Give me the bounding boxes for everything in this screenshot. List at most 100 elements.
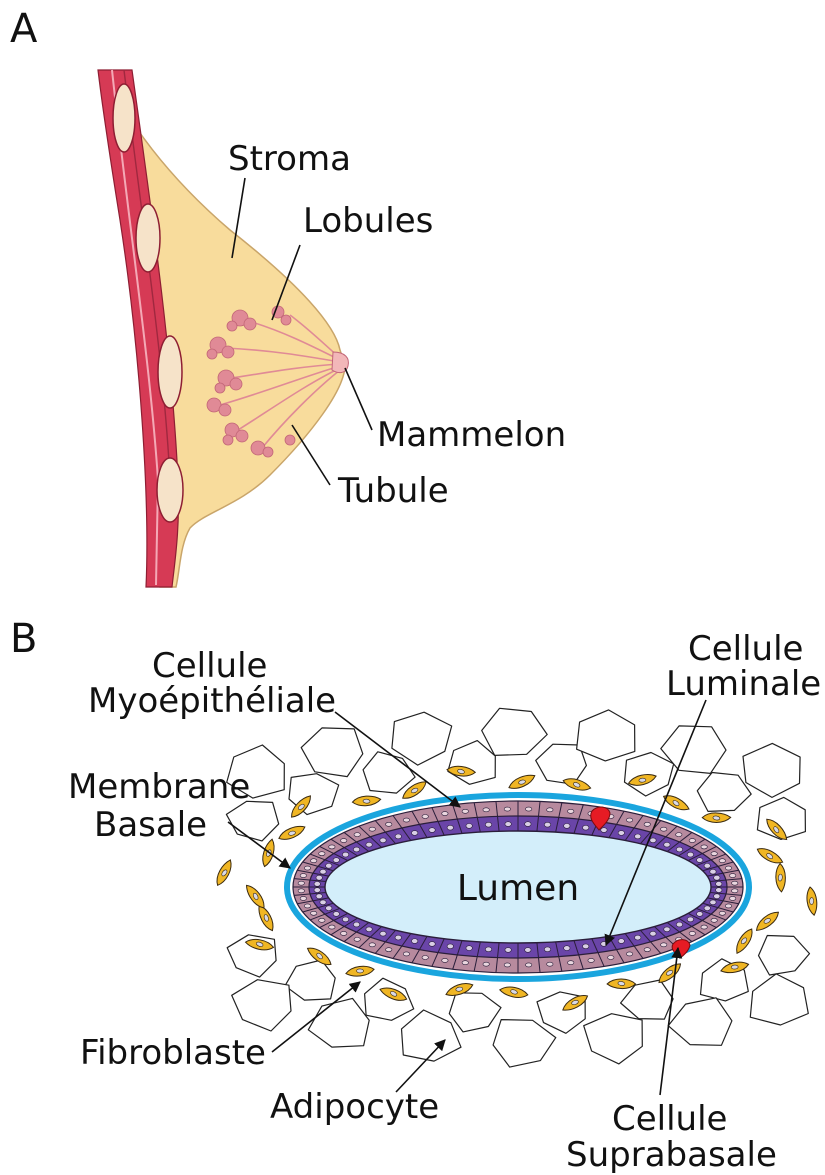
membrane-label-line1: Membrane [68,767,250,807]
luminal-nucleus [716,882,722,887]
myoepithelial-nucleus [341,931,347,935]
suprabasal-label-line2: Suprabasale [566,1135,777,1175]
myoepithelial-nucleus [422,956,428,960]
myoepithelial-nucleus [568,809,574,813]
luminal-label-line1: Cellule [688,629,803,669]
myoepithelial-nucleus [354,833,360,837]
luminal-nucleus [635,935,641,940]
adipocyte-label: Adipocyte [270,1087,439,1127]
myoepithelial-nucleus [483,962,489,966]
luminal-nucleus [353,922,359,927]
fibroblast [774,863,787,892]
myoepithelial-nucleus [525,963,531,967]
luminal-nucleus [704,906,710,911]
adipocyte [392,712,452,765]
luminal-nucleus [447,944,453,949]
fibroblast [277,825,307,841]
fibroblast [731,927,757,955]
luminal-nucleus [697,858,703,863]
myoepithelial-nucleus [300,896,306,900]
luminal-nucleus [316,875,322,880]
myoepithelial-nucleus [547,808,553,812]
adipocyte [301,728,363,777]
tubule-label: Tubule [337,471,449,511]
myoepithelial-nucleus [729,896,735,900]
adipocyte [668,998,732,1046]
myoepithelial-nucleus [504,963,510,967]
adipocyte [226,801,278,841]
luminal-nucleus [710,900,716,905]
myoepithelial-nucleus [304,904,310,908]
luminal-nucleus [333,858,339,863]
luminal-nucleus [333,912,339,917]
luminal-nucleus [714,894,720,899]
myoepithelial-nucleus [354,937,360,941]
luminal-nucleus [466,946,472,951]
myoepithelial-label-line2: Myoépithéliale [88,681,336,721]
myoepithelial-nucleus [442,958,448,962]
myoepithelial-nucleus [310,859,316,863]
luminal-nucleus [544,822,550,827]
luminal-nucleus [505,948,511,953]
myoepithelial-nucleus [300,874,306,878]
fibroblast [702,810,731,824]
adipocyte [697,773,751,812]
luminal-nucleus [583,825,589,830]
luminal-nucleus [366,927,372,932]
fibroblast [655,962,684,985]
myoepithelial-nucleus [442,812,448,816]
mammelon-leader [345,368,372,430]
luminal-nucleus [714,875,720,880]
myoepithelial-nucleus [725,866,731,870]
luminal-nucleus [697,912,703,917]
luminal-nucleus [564,823,570,828]
adipocyte [232,980,291,1031]
myoepithelial-nucleus [298,881,304,885]
membrane-label-line2: Basale [94,805,207,845]
luminal-nucleus [326,863,332,868]
myoepithelial-nucleus [701,925,707,929]
myoepithelial-label-line1: Cellule [152,646,267,686]
luminal-nucleus [505,822,511,827]
myoepithelial-nucleus [422,814,428,818]
luminal-nucleus [676,922,682,927]
luminal-nucleus [314,888,320,893]
myoepithelial-nucleus [689,931,695,935]
tubule-leader [292,425,330,485]
fibroblast [346,966,374,977]
luminal-nucleus [380,838,386,843]
fibroblast [212,859,237,887]
luminal-nucleus [618,831,624,836]
luminal-nucleus [447,825,453,830]
fibroblast [753,910,782,932]
luminal-nucleus [429,942,435,947]
myoepithelial-nucleus [608,956,614,960]
myoepithelial-nucleus [403,818,409,822]
luminal-nucleus [314,882,320,887]
fibroblast [507,773,537,790]
myoepithelial-nucleus [661,827,667,831]
myoepithelial-nucleus [711,918,717,922]
luminal-nucleus [650,838,656,843]
myoepithelial-nucleus [547,962,553,966]
myoepithelial-nucleus [588,958,594,962]
myoepithelial-nucleus [304,866,310,870]
luminal-nucleus [664,927,670,932]
luminal-nucleus [583,944,589,949]
myoepithelial-nucleus [725,904,731,908]
myoepithelial-nucleus [626,952,632,956]
fibroblaste-label: Fibroblaste [80,1033,266,1073]
luminal-nucleus [466,823,472,828]
myoepithelial-nucleus [329,845,335,849]
luminal-nucleus [664,842,670,847]
adipocyte [448,741,495,785]
myoepithelial-nucleus [369,827,375,831]
myoepithelial-nucleus [319,852,325,856]
fibroblast [662,791,690,816]
myoepithelial-nucleus [483,808,489,812]
luminal-nucleus [380,931,386,936]
luminal-nucleus [525,822,531,827]
luminal-nucleus [601,828,607,833]
luminal-nucleus [485,947,491,952]
